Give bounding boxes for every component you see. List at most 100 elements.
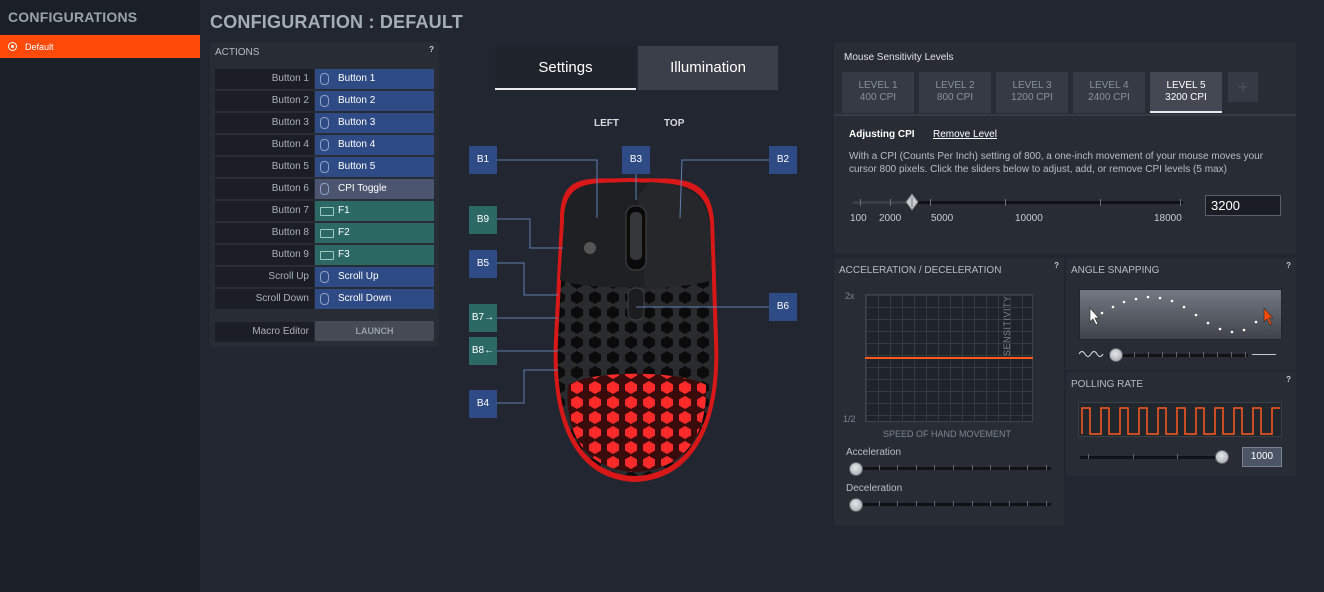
config-item-default[interactable]: Default (0, 35, 200, 58)
cpi-body (834, 114, 1296, 254)
angle-snapping-title: ANGLE SNAPPING (1071, 265, 1160, 276)
cpi-tick-label: 18000 (1154, 213, 1182, 224)
action-assignment[interactable]: Button 2 (315, 91, 434, 111)
action-assignment[interactable]: Scroll Down (315, 289, 434, 309)
tab-illumination[interactable]: Illumination (638, 46, 778, 90)
slider-tick (1046, 465, 1047, 470)
slider-tick (1005, 199, 1006, 206)
slider-tick (1046, 501, 1047, 506)
help-icon[interactable]: ? (1286, 261, 1291, 270)
slider-tick (915, 501, 917, 506)
action-assignment[interactable]: Button 5 (315, 157, 434, 177)
action-assignment[interactable]: Button 4 (315, 135, 434, 155)
level-name: LEVEL 5 (1166, 80, 1206, 91)
cpi-value-input[interactable]: 3200 (1205, 195, 1281, 216)
radio-icon (8, 42, 17, 51)
angle-snapping-slider-handle[interactable] (1109, 348, 1123, 362)
button-name: Button 9 (215, 245, 314, 265)
acceleration-slider-handle[interactable] (849, 462, 863, 476)
slider-tick (1100, 199, 1101, 206)
action-assignment[interactable]: CPI Toggle (315, 179, 434, 199)
level-cpi: 1200 CPI (1011, 92, 1053, 103)
polling-rate-slider-handle[interactable] (1215, 450, 1229, 464)
action-assignment[interactable]: Button 1 (315, 69, 434, 89)
deceleration-slider-track[interactable] (851, 503, 1051, 506)
remove-level-link[interactable]: Remove Level (933, 129, 997, 140)
adjusting-cpi-label: Adjusting CPI (849, 129, 915, 140)
slider-tick (897, 465, 899, 470)
straight-line-icon (1252, 354, 1276, 355)
slider-tick (878, 465, 880, 470)
mouse-button-b3[interactable]: B3 (622, 146, 650, 174)
level-name: LEVEL 3 (1012, 80, 1052, 91)
add-level-button[interactable]: + (1228, 72, 1258, 102)
wave-preview (1089, 295, 1274, 334)
mouse-button-b6[interactable]: B6 (769, 293, 797, 321)
level-cpi: 400 CPI (859, 92, 897, 103)
slider-tick (1175, 352, 1177, 357)
acceleration-title: ACCELERATION / DECELERATION (839, 265, 1002, 276)
mouse-icon (320, 293, 329, 305)
configurations-sidebar: CONFIGURATIONS Default (0, 0, 200, 592)
mouse-icon (320, 271, 329, 283)
actions-title: ACTIONS (215, 47, 260, 58)
cpi-slider-handle[interactable] (905, 193, 919, 211)
slider-tick (915, 465, 917, 470)
mouse-button-b5[interactable]: B5 (469, 250, 497, 278)
slider-tick (1008, 501, 1010, 506)
action-label: Button 5 (338, 161, 376, 172)
slider-tick (1027, 501, 1029, 506)
button-name: Button 8 (215, 223, 314, 243)
polling-rate-slider-track[interactable] (1080, 456, 1228, 459)
action-assignment[interactable]: Scroll Up (315, 267, 434, 287)
help-icon[interactable]: ? (1286, 375, 1291, 384)
y-axis-top-label: 2x (845, 291, 855, 301)
level-name: LEVEL 4 (1089, 80, 1129, 91)
polling-rate-value[interactable]: 1000 (1242, 447, 1282, 467)
mouse-button-b8[interactable]: B8← (469, 337, 497, 365)
keyboard-icon (320, 229, 334, 238)
help-icon[interactable]: ? (1054, 261, 1059, 270)
mouse-button-b4[interactable]: B4 (469, 390, 497, 418)
acceleration-slider-track[interactable] (851, 467, 1051, 470)
action-label: CPI Toggle (338, 183, 387, 194)
deceleration-slider-handle[interactable] (849, 498, 863, 512)
mouse-button-b1[interactable]: B1 (469, 146, 497, 174)
cpi-slider-track[interactable] (853, 201, 1183, 204)
angle-snapping-slider-track[interactable] (1108, 354, 1248, 357)
mouse-button-b9[interactable]: B9 (469, 206, 497, 234)
tab-settings[interactable]: Settings (495, 46, 636, 90)
action-assignment[interactable]: F2 (315, 223, 434, 243)
mouse-button-b2[interactable]: B2 (769, 146, 797, 174)
slider-tick (930, 199, 931, 206)
angle-snapping-preview (1079, 289, 1282, 340)
slider-tick (1231, 352, 1233, 357)
launch-button[interactable]: LAUNCH (315, 321, 434, 341)
action-assignment[interactable]: F1 (315, 201, 434, 221)
help-icon[interactable]: ? (429, 45, 434, 54)
macro-editor-row: Macro Editor LAUNCH (210, 318, 439, 346)
deceleration-label: Deceleration (846, 483, 903, 494)
action-assignment[interactable]: Button 3 (315, 113, 434, 133)
view-label-top: TOP (664, 118, 685, 129)
action-assignment[interactable]: F3 (315, 245, 434, 265)
slider-tick (1245, 352, 1246, 357)
slider-tick (1217, 352, 1219, 357)
mouse-button-b7[interactable]: B7→ (469, 304, 497, 332)
